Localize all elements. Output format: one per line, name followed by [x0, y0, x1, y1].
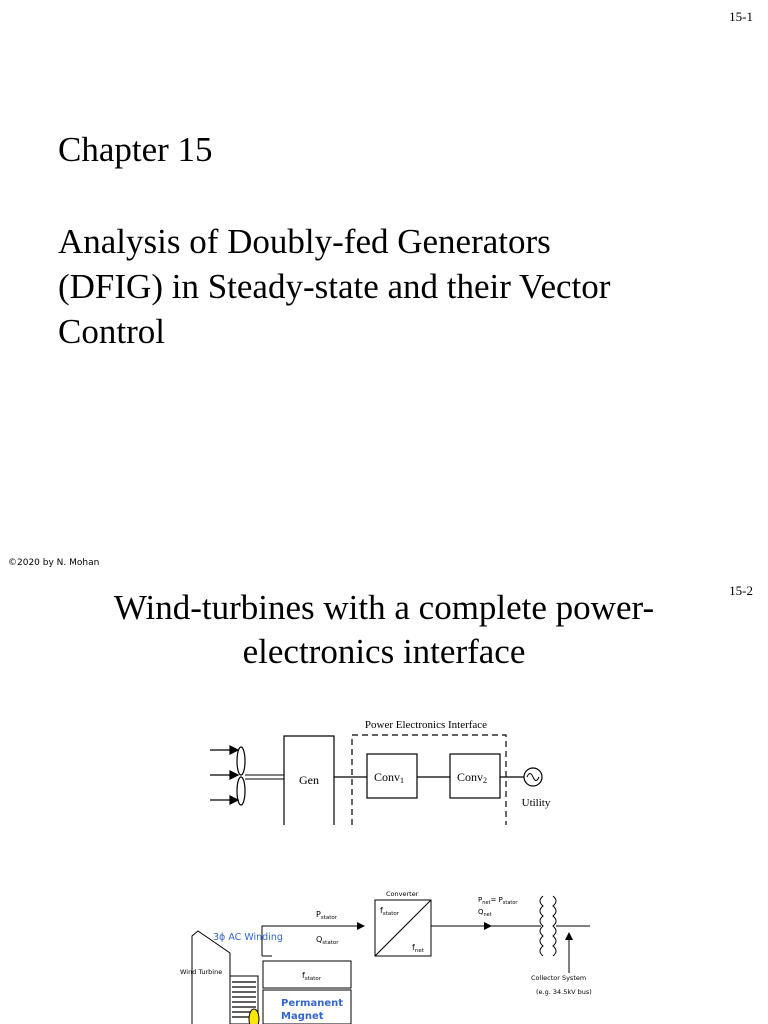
svg-text:fnet: fnet	[412, 943, 425, 954]
title-line: electronics interface	[242, 632, 526, 671]
interface-label: Power Electronics Interface	[365, 719, 487, 731]
conv1-label: Conv	[374, 770, 400, 784]
converter-2-box	[449, 753, 501, 799]
pm-label-line1: Permanent	[281, 998, 343, 1009]
svg-text:Pnet= Pstator: Pnet= Pstator	[478, 896, 518, 906]
turbine-blades-icon	[236, 746, 246, 806]
svg-text:Collector System: Collector System	[531, 974, 586, 982]
generator-box	[283, 735, 335, 825]
ac-source-icon	[523, 767, 543, 787]
page-number: 15-2	[729, 583, 753, 598]
svg-text:fstator: fstator	[380, 906, 400, 917]
svg-text:Converter: Converter	[386, 890, 419, 898]
power-electronics-block-diagram: Gen Power Electronics Interface Conv1 Co…	[180, 719, 592, 1024]
page-number: 15-1	[729, 9, 753, 24]
conv2-sub: 2	[483, 776, 487, 785]
converter-1-box	[366, 753, 418, 799]
slide-2: 15-2 Wind-turbines with a complete power…	[0, 578, 768, 1024]
pm-label-line2: Magnet	[281, 1011, 324, 1022]
conv2-label: Conv	[457, 770, 483, 784]
wind-turbine-label: Wind Turbine	[180, 968, 222, 976]
svg-text:Conv1: Conv1	[374, 770, 404, 785]
copyright-notice: ©2020 by N. Mohan	[8, 558, 100, 568]
chapter-heading: Chapter 15	[58, 130, 213, 169]
title-line: Wind-turbines with a complete power-	[113, 588, 655, 627]
svg-text:Pstator: Pstator	[316, 910, 338, 921]
interface-dashed-box	[351, 734, 507, 825]
winding-label: 3ϕ AC Winding	[213, 932, 283, 943]
subtitle-line: Analysis of Doubly-fed Generators	[58, 222, 551, 261]
svg-text:(e.g. 34.5kV bus): (e.g. 34.5kV bus)	[536, 988, 592, 996]
slide-1: 15-1 Chapter 15 Analysis of Doubly-fed G…	[8, 9, 753, 568]
subtitle-line: Control	[58, 312, 165, 351]
slide-title: Wind-turbines with a complete power- ele…	[0, 586, 768, 674]
svg-text:Qstator: Qstator	[316, 935, 339, 946]
svg-text:Qnet: Qnet	[478, 908, 492, 918]
chapter-subtitle: Analysis of Doubly-fed Generators (DFIG)…	[58, 219, 738, 354]
transformer-icon	[539, 895, 557, 957]
gen-label: Gen	[299, 773, 319, 787]
svg-text:fstator: fstator	[302, 971, 322, 982]
conv1-sub: 1	[400, 776, 404, 785]
utility-label: Utility	[522, 797, 551, 809]
svg-text:Conv2: Conv2	[457, 770, 487, 785]
wind-arrows	[210, 745, 240, 805]
subtitle-line: (DFIG) in Steady-state and their Vector	[58, 267, 611, 306]
pmsg-diagram: Wind Turbine Permanent Magnet 3ϕ AC Wind…	[180, 890, 592, 1024]
